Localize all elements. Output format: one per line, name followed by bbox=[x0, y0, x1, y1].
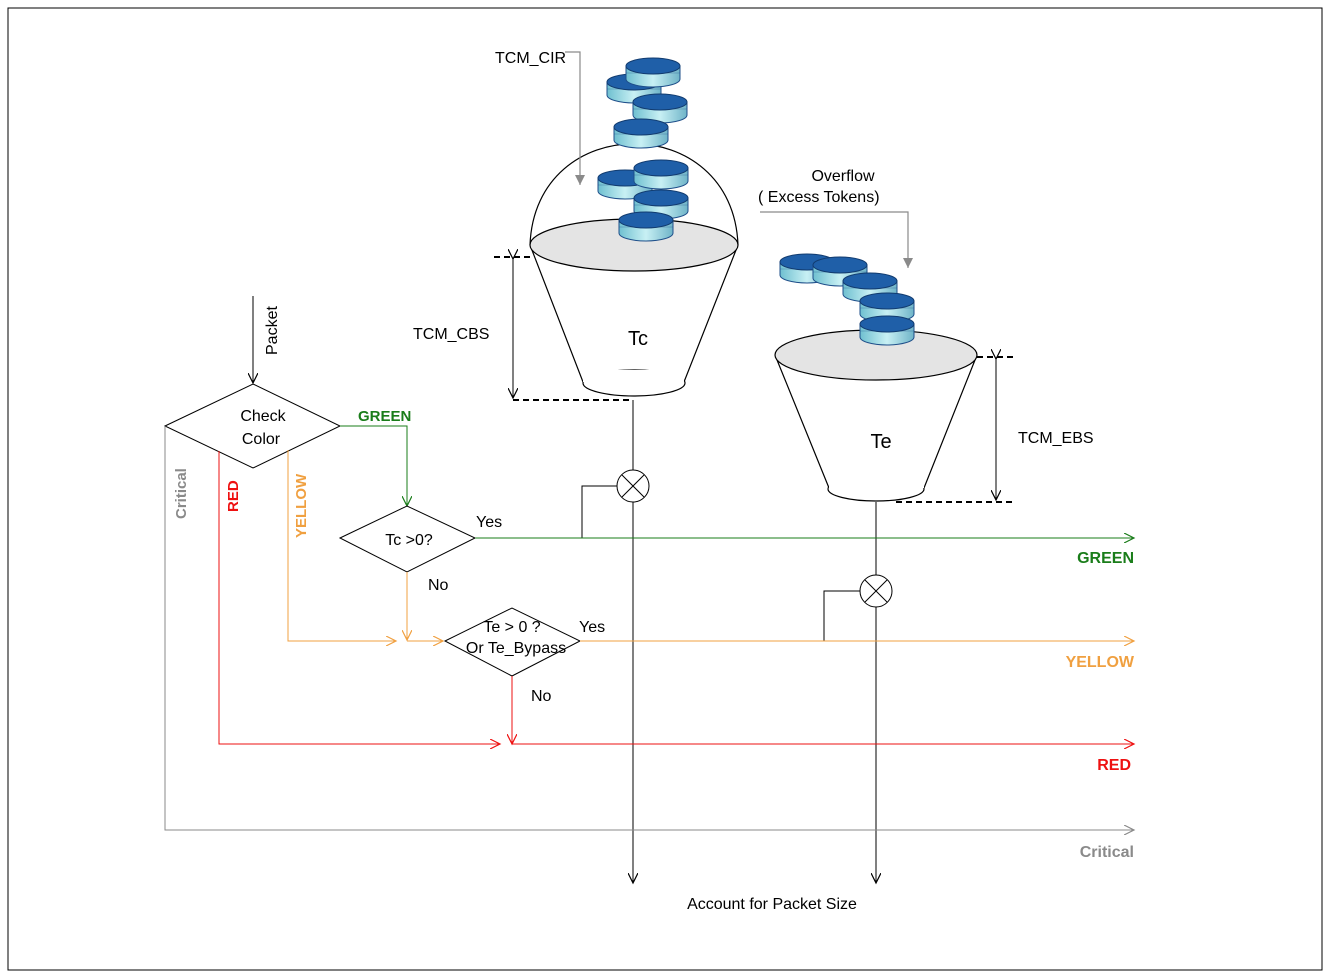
frame-border bbox=[8, 8, 1322, 970]
tc-multiplier-icon bbox=[617, 470, 649, 502]
excess-tokens-label: ( Excess Tokens) bbox=[758, 189, 880, 206]
account-packet-size-label: Account for Packet Size bbox=[687, 896, 857, 913]
tc-bucket-label: Tc bbox=[628, 328, 648, 350]
cir-inflow-arrow bbox=[565, 52, 580, 185]
te-yes-label: Yes bbox=[579, 619, 605, 636]
tc-check-label: Tc >0? bbox=[385, 532, 433, 549]
green-branch-label: GREEN bbox=[358, 408, 411, 425]
output-red-label: RED bbox=[1097, 757, 1131, 774]
packet-label: Packet bbox=[264, 306, 281, 355]
tc-yes-label: Yes bbox=[476, 514, 502, 531]
overflow-label: Overflow bbox=[811, 168, 875, 185]
tcm-cir-label: TCM_CIR bbox=[495, 50, 566, 67]
token-icon bbox=[614, 119, 668, 148]
output-yellow-label: YELLOW bbox=[1066, 654, 1135, 671]
token-icon bbox=[860, 316, 914, 345]
critical-branch-line bbox=[165, 426, 1134, 830]
red-branch-label: RED bbox=[225, 480, 242, 512]
check-color-diamond bbox=[165, 384, 340, 468]
red-branch-line bbox=[219, 451, 500, 744]
check-color-label-2: Color bbox=[242, 431, 281, 448]
output-critical-label: Critical bbox=[1080, 844, 1134, 861]
te-bucket-label: Te bbox=[870, 431, 891, 453]
tc-multiplier-tap bbox=[582, 486, 617, 538]
green-branch-line bbox=[340, 426, 407, 506]
check-color-label-1: Check bbox=[240, 408, 286, 425]
te-multiplier-icon bbox=[860, 575, 892, 607]
token-icon bbox=[626, 58, 680, 87]
tcm-cbs-label: TCM_CBS bbox=[413, 326, 489, 343]
tcm-ebs-label: TCM_EBS bbox=[1018, 430, 1094, 447]
yellow-branch-label: YELLOW bbox=[293, 473, 310, 538]
te-no-label: No bbox=[531, 688, 552, 705]
te-check-label-2: Or Te_Bypass bbox=[466, 640, 566, 657]
te-check-label-1: Te > 0 ? bbox=[483, 619, 540, 636]
output-green-label: GREEN bbox=[1077, 550, 1134, 567]
token-icon bbox=[619, 212, 673, 241]
te-bucket bbox=[775, 330, 977, 501]
tc-tokens bbox=[598, 58, 688, 241]
te-multiplier-tap bbox=[824, 591, 860, 641]
tc-no-label: No bbox=[428, 577, 449, 594]
token-icon bbox=[634, 160, 688, 189]
critical-branch-label: Critical bbox=[173, 468, 190, 519]
